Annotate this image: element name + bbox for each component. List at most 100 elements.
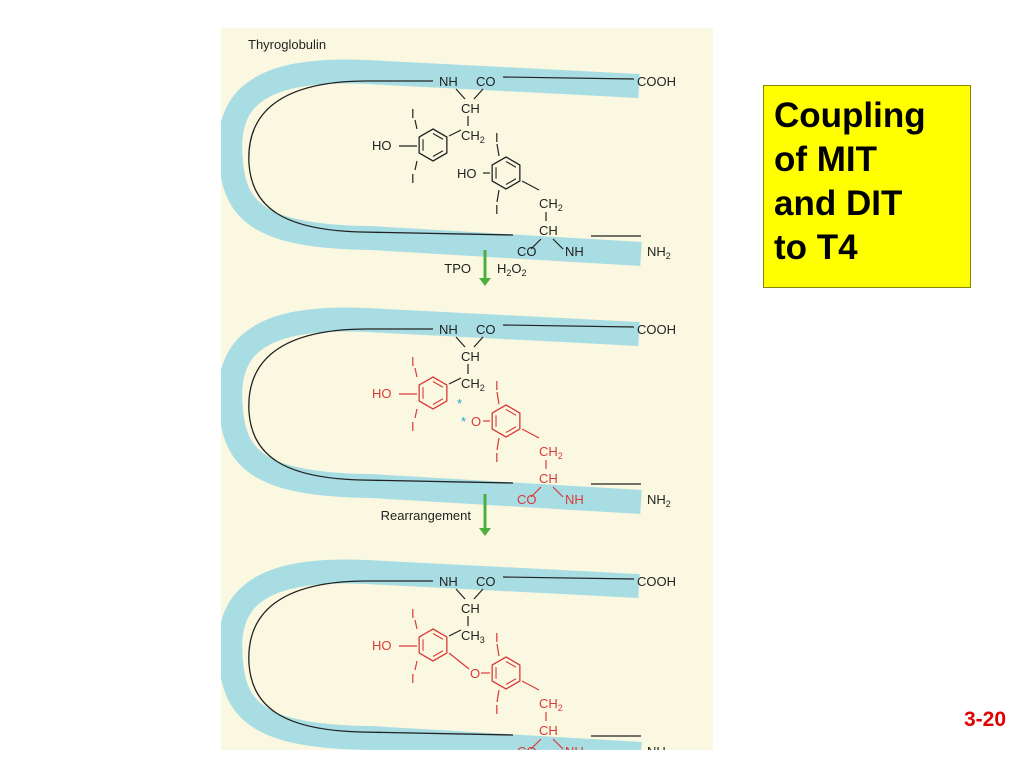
- iodine-label: I: [411, 671, 415, 686]
- slide-number: 3-20: [963, 708, 1006, 731]
- radical-star: *: [461, 414, 466, 429]
- co-top-label: CO: [476, 322, 496, 337]
- bond: [496, 689, 500, 703]
- iodine-label: I: [411, 419, 415, 434]
- ch2-label: CH2: [539, 444, 563, 461]
- bond: [496, 391, 500, 405]
- nh2-terminal-label: NH2: [647, 492, 671, 509]
- bond: [552, 738, 564, 750]
- bond: [455, 88, 466, 100]
- bond: [530, 738, 542, 750]
- oxygen-label: O: [471, 414, 481, 429]
- nh-bottom-label: NH: [565, 244, 584, 259]
- arrow-right-label: H2O2: [497, 261, 527, 278]
- nh2-terminal-label: NH2: [647, 244, 671, 261]
- ch-bottom-label: CH: [539, 471, 558, 486]
- bond: [414, 160, 418, 171]
- co-bottom-label: CO: [517, 744, 537, 750]
- co-top-label: CO: [476, 74, 496, 89]
- bond: [552, 486, 564, 498]
- bond: [455, 336, 466, 348]
- hydroxyl-label: HO: [372, 386, 392, 401]
- ch2-label: CH2: [539, 196, 563, 213]
- chain-line-top: [502, 324, 635, 328]
- peptide-chain: [248, 328, 514, 484]
- ch-bottom-label: CH: [539, 223, 558, 238]
- oxygen-label: HO: [457, 166, 477, 181]
- benzene-ring-2: [491, 404, 521, 438]
- cooh-terminal-label: COOH: [637, 74, 676, 89]
- chain-line-top: [502, 76, 635, 80]
- ch-top-label: CH: [461, 601, 480, 616]
- ch-top-label: CH: [461, 101, 480, 116]
- bond: [473, 336, 484, 348]
- benzene-ring-1: [418, 128, 448, 162]
- benzene-ring-2-double-bond: [505, 409, 517, 416]
- hydroxyl-label: HO: [372, 138, 392, 153]
- benzene-ring-1-double-bond: [432, 381, 444, 388]
- benzene-ring-1: [418, 628, 448, 662]
- bond: [521, 428, 540, 439]
- bond: [448, 652, 470, 670]
- iodine-label: I: [495, 630, 499, 645]
- chain-line-top: [502, 576, 635, 580]
- nh-top-label: NH: [439, 74, 458, 89]
- ch-bottom-label: CH: [539, 723, 558, 738]
- co-bottom-label: CO: [517, 244, 537, 259]
- bond: [552, 238, 564, 250]
- benzene-ring-1: [418, 376, 448, 410]
- ch-top-label: CH: [461, 349, 480, 364]
- benzene-ring-2: [491, 156, 521, 190]
- nh-bottom-label: NH: [565, 492, 584, 507]
- nh-bottom-label: NH: [565, 744, 584, 750]
- bond: [414, 660, 418, 671]
- nh2-terminal-label: NH2: [647, 744, 671, 750]
- nh-top-label: NH: [439, 322, 458, 337]
- arrow-head: [479, 528, 491, 536]
- thyroglobulin-band: [221, 307, 642, 514]
- cooh-terminal-label: COOH: [637, 574, 676, 589]
- reaction-arrow-2: Rearrangement: [381, 494, 491, 536]
- bond: [414, 619, 418, 630]
- benzene-ring-1-double-bond: [432, 150, 444, 157]
- bond: [414, 367, 418, 378]
- hydroxyl-label: HO: [372, 638, 392, 653]
- benzene-ring-1-double-bond: [432, 398, 444, 405]
- bond: [455, 588, 466, 600]
- arrow-left-label: Rearrangement: [381, 508, 472, 523]
- cooh-terminal-label: COOH: [637, 322, 676, 337]
- benzene-ring-2-double-bond: [505, 661, 517, 668]
- iodine-label: I: [411, 171, 415, 186]
- iodine-label: I: [411, 606, 415, 621]
- ch2-label: CH2: [539, 696, 563, 713]
- bond: [521, 180, 540, 191]
- bond: [496, 189, 500, 203]
- thyroglobulin-band: [221, 59, 642, 266]
- bond: [496, 643, 500, 657]
- thyroglobulin-band: [221, 559, 642, 750]
- iodine-label: I: [495, 450, 499, 465]
- bond: [530, 486, 542, 498]
- benzene-ring-2-double-bond: [505, 161, 517, 168]
- bond: [530, 238, 542, 250]
- bond: [414, 119, 418, 130]
- benzene-ring-2-double-bond: [505, 426, 517, 433]
- benzene-ring-1-double-bond: [432, 133, 444, 140]
- bond: [448, 377, 462, 385]
- bond: [448, 629, 462, 637]
- benzene-ring-1-double-bond: [432, 650, 444, 657]
- side-chain-label: CH3: [461, 628, 485, 645]
- side-chain-label: CH2: [461, 376, 485, 393]
- iodine-label: I: [411, 354, 415, 369]
- bond: [448, 129, 462, 137]
- iodine-label: I: [411, 106, 415, 121]
- panel-3: NHCOCOOHCHCH3IIHOIIOCH2CHCONHNH2: [221, 559, 676, 750]
- peptide-chain: [248, 580, 514, 736]
- figure-title: Thyroglobulin: [248, 37, 326, 52]
- nh-top-label: NH: [439, 574, 458, 589]
